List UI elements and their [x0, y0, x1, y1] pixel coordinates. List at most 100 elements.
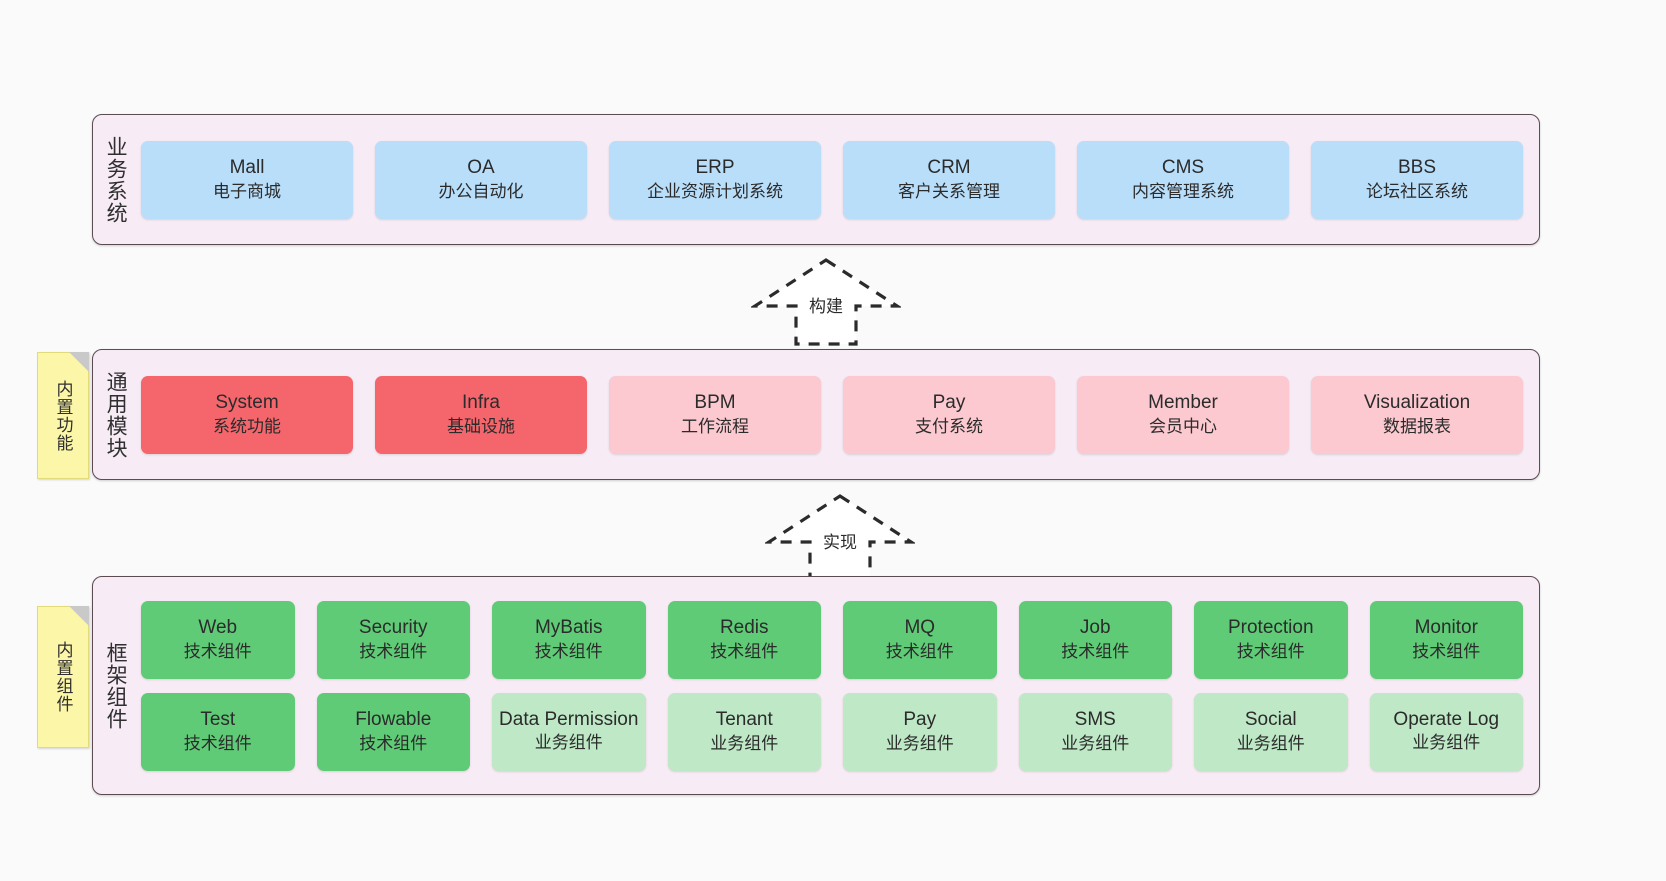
cell-subtitle: 论坛社区系统 [1366, 181, 1468, 201]
cell-subtitle: 业务组件 [1061, 733, 1130, 753]
cell-title: Tenant [715, 709, 773, 731]
cell-title: ERP [695, 157, 735, 179]
cell-subtitle: 办公自动化 [438, 181, 524, 201]
cell-subtitle: 系统功能 [213, 416, 281, 436]
cell-title: Protection [1227, 617, 1314, 639]
layer-framework-components-label: 框架组件 [104, 641, 128, 730]
cell-subtitle: 会员中心 [1149, 416, 1217, 436]
cell-title: SMS [1074, 709, 1116, 731]
cell-title: Social [1244, 709, 1297, 731]
cell-subtitle: 技术组件 [710, 641, 779, 661]
note-builtin-components: 内置组件 [37, 606, 89, 748]
cell-title: Pay [903, 709, 937, 731]
connector-implement: 实现 [765, 492, 915, 584]
cell-title: CRM [927, 157, 971, 179]
cell-subtitle: 技术组件 [1236, 641, 1305, 661]
cell-title: Web [198, 617, 238, 639]
cell-title: BPM [694, 392, 736, 414]
cell-title: Visualization [1363, 392, 1471, 414]
cell-subtitle: 企业资源计划系统 [647, 181, 783, 201]
cell-title: Monitor [1414, 617, 1478, 639]
connector-build-arrow-icon [751, 258, 901, 346]
cell-subtitle: 数据报表 [1383, 416, 1451, 436]
cell-subtitle: 业务组件 [1236, 733, 1305, 753]
cell-title: MQ [904, 617, 936, 639]
cell-title: Mall [229, 157, 265, 179]
cell-title: OA [467, 157, 495, 179]
cell-title: CMS [1161, 157, 1205, 179]
cell-subtitle: 客户关系管理 [898, 181, 1000, 201]
cell-subtitle: 业务组件 [534, 733, 603, 753]
cell-subtitle: 技术组件 [359, 641, 428, 661]
note-builtin-features-label: 内置功能 [53, 379, 73, 452]
cell-subtitle: 技术组件 [1412, 641, 1481, 661]
cell-title: Data Permission [499, 709, 639, 731]
cell-subtitle: 业务组件 [885, 733, 954, 753]
cell-title: Member [1148, 392, 1218, 414]
connector-build: 构建 [751, 256, 901, 348]
cell-subtitle: 技术组件 [1061, 641, 1130, 661]
cell-subtitle: 技术组件 [183, 733, 252, 753]
layer-common-modules-label: 通用模块 [104, 370, 128, 459]
cell-title: Operate Log [1393, 709, 1500, 731]
cell-title: Security [358, 617, 428, 639]
cell-title: System [215, 392, 279, 414]
cell-subtitle: 技术组件 [359, 733, 428, 753]
note-builtin-components-label: 内置组件 [53, 641, 73, 713]
cell-subtitle: 技术组件 [183, 641, 252, 661]
cell-subtitle: 业务组件 [710, 733, 779, 753]
cell-subtitle: 技术组件 [885, 641, 954, 661]
cell-subtitle: 电子商城 [213, 181, 281, 201]
cell-title: Infra [461, 392, 501, 414]
connector-implement-arrow-icon [765, 494, 915, 582]
layer-business-system-label: 业务系统 [104, 135, 128, 224]
cell-subtitle: 支付系统 [915, 416, 983, 436]
cell-title: Test [200, 709, 236, 731]
cell-title: Pay [932, 392, 966, 414]
cell-title: BBS [1397, 157, 1437, 179]
cell-subtitle: 基础设施 [447, 416, 515, 436]
cell-subtitle: 技术组件 [534, 641, 603, 661]
note-builtin-features: 内置功能 [37, 352, 89, 479]
cell-title: MyBatis [534, 617, 603, 639]
cell-subtitle: 业务组件 [1412, 733, 1481, 753]
